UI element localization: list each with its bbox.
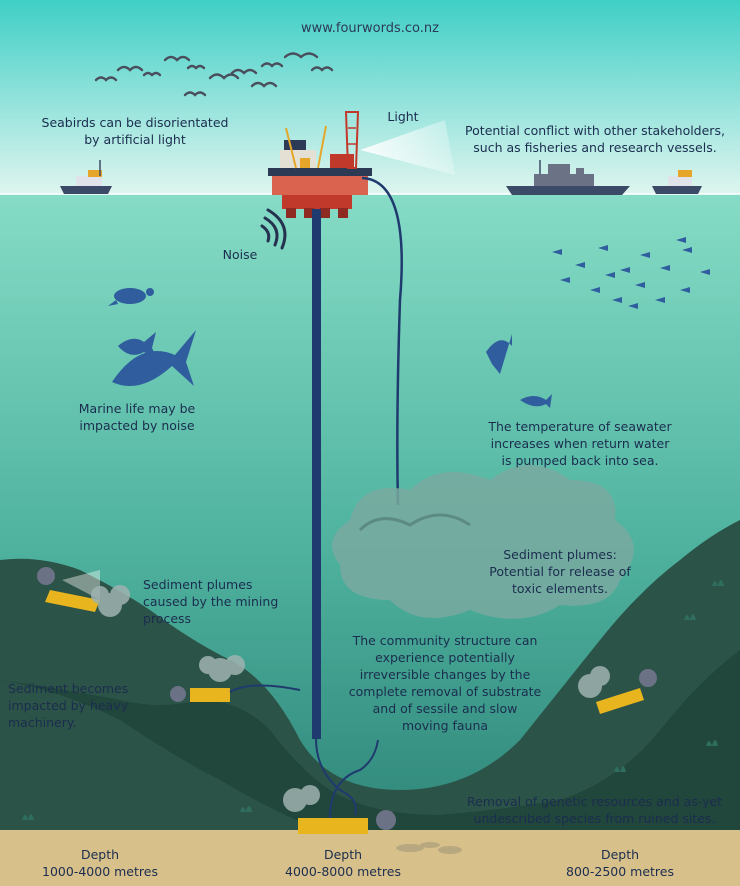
label-sediment-toxic: Sediment plumes: Potential for release o…	[489, 547, 631, 596]
riser-pipe	[312, 209, 321, 739]
seabed-hills	[0, 520, 740, 886]
research-vessel	[506, 160, 630, 195]
label-temperature: The temperature of seawater increases wh…	[488, 419, 672, 468]
mining-machine-upper-left	[37, 567, 100, 612]
label-depth-center: Depth 4000-8000 metres	[285, 847, 401, 879]
turtle	[108, 288, 154, 306]
mining-machine-middle-left	[170, 684, 301, 702]
label-sediment-machinery: Sediment becomes impacted by heavy machi…	[8, 681, 129, 730]
label-sediment-mining: Sediment plumes caused by the mining pro…	[143, 577, 279, 626]
label-conflict: Potential conflict with other stakeholde…	[465, 123, 725, 155]
connecting-hose-lower	[315, 738, 357, 816]
label-community: The community structure can experience p…	[348, 633, 542, 733]
label-depth-left: Depth 1000-4000 metres	[42, 847, 158, 879]
label-genetic: Removal of genetic resources and as-yet …	[466, 794, 723, 826]
label-noise: Noise	[222, 247, 258, 262]
sediment-plume-cloud	[332, 465, 634, 619]
small-fish-left	[118, 332, 158, 360]
seabed-hills-front	[0, 650, 740, 830]
label-marine-life: Marine life may be impacted by noise	[78, 401, 196, 433]
noise-waves	[260, 208, 287, 250]
sand-floor	[0, 830, 740, 886]
fish-school	[552, 237, 710, 309]
mining-machine-bottom	[298, 739, 396, 834]
large-fish-left	[112, 330, 196, 387]
seabirds-flock	[94, 52, 334, 97]
small-plumes	[91, 585, 610, 812]
mining-machine-right	[596, 669, 657, 714]
fishing-boat-left	[60, 160, 112, 194]
label-light: Light	[387, 109, 419, 124]
label-seabirds: Seabirds can be disorientated by artific…	[41, 115, 229, 147]
seagrass	[22, 580, 724, 820]
light-beam	[360, 120, 455, 175]
label-depth-right: Depth 800-2500 metres	[566, 847, 674, 879]
fishing-boat-right	[652, 170, 702, 194]
source-url: www.fourwords.co.nz	[301, 21, 439, 36]
small-fish-right	[520, 394, 552, 408]
oil-platform	[268, 111, 372, 218]
sky	[0, 0, 740, 194]
return-water-hose	[361, 176, 403, 506]
rocks	[396, 842, 462, 854]
fish-mid-right	[486, 334, 512, 374]
